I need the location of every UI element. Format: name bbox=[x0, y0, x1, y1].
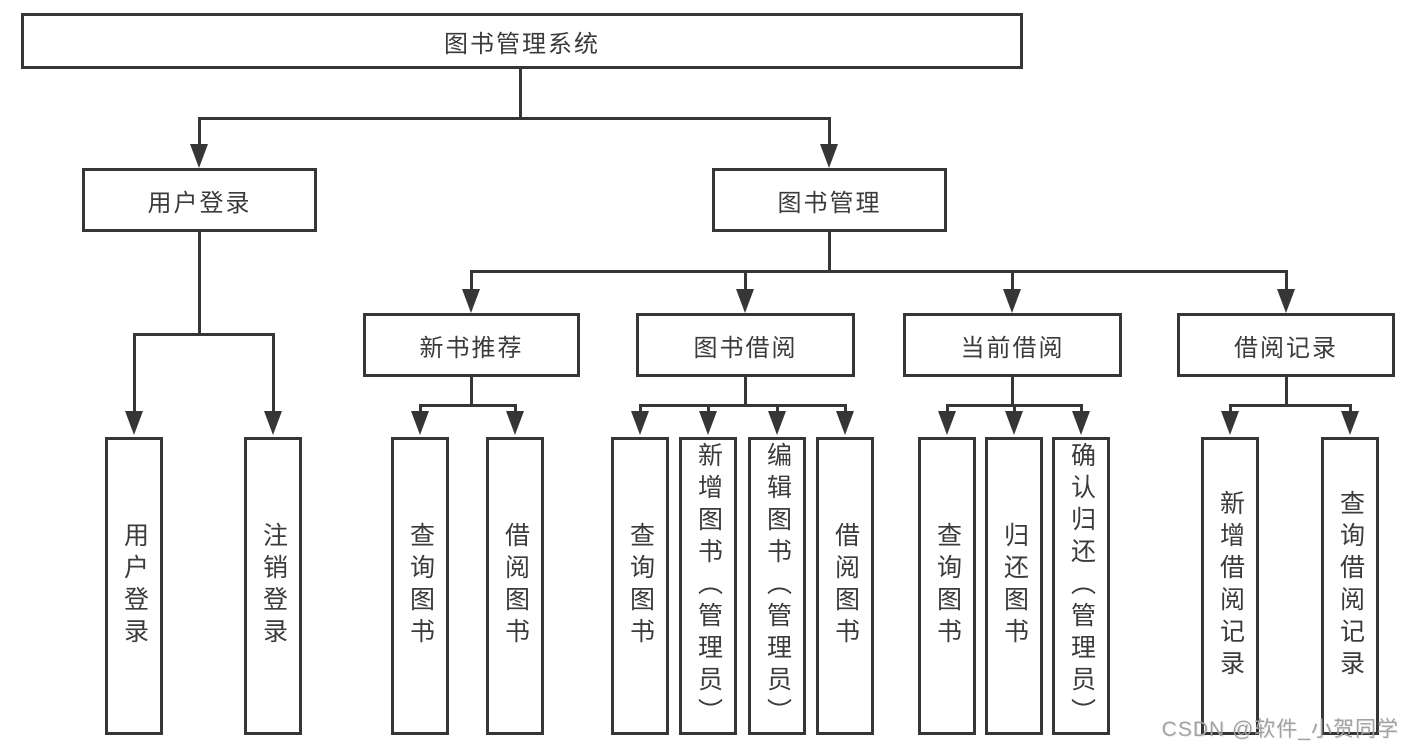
connector-line bbox=[1011, 377, 1014, 407]
leaf-borrow-add-books-admin: 新增图书（管理员） bbox=[679, 437, 737, 735]
leaf-records-query-borrow-record: 查询借阅记录 bbox=[1321, 437, 1379, 735]
connector-line bbox=[744, 377, 747, 407]
connector-line bbox=[133, 333, 275, 336]
node-label: 图书管理系统 bbox=[444, 30, 600, 58]
node-new-book-recommend: 新书推荐 bbox=[363, 313, 580, 377]
node-current-borrowing: 当前借阅 bbox=[903, 313, 1122, 377]
leaf-user-login: 用户登录 bbox=[105, 437, 163, 735]
node-label: 新增借阅记录 bbox=[1216, 490, 1245, 682]
arrow-down-icon bbox=[125, 411, 143, 435]
node-label: 用户登录 bbox=[120, 522, 149, 650]
leaf-recommend-query-books: 查询图书 bbox=[391, 437, 449, 735]
connector-line bbox=[470, 270, 1288, 273]
node-label: 图书借阅 bbox=[693, 334, 798, 362]
arrow-down-icon bbox=[1005, 411, 1023, 435]
arrow-down-icon bbox=[190, 144, 208, 168]
leaf-records-add-borrow-record: 新增借阅记录 bbox=[1201, 437, 1259, 735]
connector-line bbox=[470, 377, 473, 407]
arrow-down-icon bbox=[768, 411, 786, 435]
node-borrowing-records: 借阅记录 bbox=[1177, 313, 1395, 377]
connector-line bbox=[470, 270, 473, 292]
arrow-down-icon bbox=[1221, 411, 1239, 435]
arrow-down-icon bbox=[699, 411, 717, 435]
node-label: 查询图书 bbox=[406, 522, 435, 650]
node-label: 用户登录 bbox=[147, 189, 252, 217]
node-label: 注销登录 bbox=[259, 522, 288, 650]
connector-line bbox=[1285, 377, 1288, 407]
connector-line bbox=[519, 69, 522, 119]
arrow-down-icon bbox=[1341, 411, 1359, 435]
connector-line bbox=[639, 404, 847, 407]
node-label: 确认归还（管理员） bbox=[1067, 442, 1096, 730]
node-label: 查询图书 bbox=[933, 522, 962, 650]
arrow-down-icon bbox=[1277, 289, 1295, 313]
connector-line bbox=[133, 333, 136, 413]
connector-line bbox=[744, 270, 747, 292]
node-label: 查询借阅记录 bbox=[1336, 490, 1365, 682]
connector-line bbox=[419, 404, 517, 407]
arrow-down-icon bbox=[631, 411, 649, 435]
connector-line bbox=[707, 404, 710, 416]
leaf-current-query-books: 查询图书 bbox=[918, 437, 976, 735]
connector-line bbox=[1349, 404, 1352, 416]
node-user-login: 用户登录 bbox=[82, 168, 317, 232]
leaf-current-confirm-return-admin: 确认归还（管理员） bbox=[1052, 437, 1110, 735]
connector-line bbox=[198, 117, 831, 120]
arrow-down-icon bbox=[820, 144, 838, 168]
connector-line bbox=[1229, 404, 1352, 407]
node-book-management: 图书管理 bbox=[712, 168, 947, 232]
arrow-down-icon bbox=[1072, 411, 1090, 435]
connector-line bbox=[776, 404, 779, 416]
arrow-down-icon bbox=[836, 411, 854, 435]
leaf-logout: 注销登录 bbox=[244, 437, 302, 735]
node-label: 借阅图书 bbox=[501, 522, 530, 650]
leaf-borrow-edit-books-admin: 编辑图书（管理员） bbox=[748, 437, 806, 735]
connector-line bbox=[1011, 270, 1014, 292]
arrow-down-icon bbox=[411, 411, 429, 435]
node-label: 归还图书 bbox=[1000, 522, 1029, 650]
arrow-down-icon bbox=[264, 411, 282, 435]
node-label: 图书管理 bbox=[777, 189, 882, 217]
connector-line bbox=[1080, 404, 1083, 416]
connector-line bbox=[198, 117, 201, 149]
leaf-borrow-query-books: 查询图书 bbox=[611, 437, 669, 735]
connector-line bbox=[828, 232, 831, 273]
connector-line bbox=[198, 232, 201, 336]
connector-line bbox=[514, 404, 517, 416]
node-label: 借阅图书 bbox=[831, 522, 860, 650]
connector-line bbox=[639, 404, 642, 416]
arrow-down-icon bbox=[462, 289, 480, 313]
connector-line bbox=[844, 404, 847, 416]
node-label: 新增图书（管理员） bbox=[694, 442, 723, 730]
leaf-recommend-borrow-books: 借阅图书 bbox=[486, 437, 544, 735]
arrow-down-icon bbox=[736, 289, 754, 313]
node-label: 借阅记录 bbox=[1234, 334, 1338, 362]
arrow-down-icon bbox=[938, 411, 956, 435]
leaf-current-return-books: 归还图书 bbox=[985, 437, 1043, 735]
node-root-library-system: 图书管理系统 bbox=[21, 13, 1023, 69]
csdn-watermark: CSDN @软件_小贺同学 bbox=[1161, 718, 1399, 741]
connector-line bbox=[1013, 404, 1016, 416]
arrow-down-icon bbox=[506, 411, 524, 435]
connector-line bbox=[419, 404, 422, 416]
node-label: 查询图书 bbox=[626, 522, 655, 650]
connector-line bbox=[1285, 270, 1288, 292]
arrow-down-icon bbox=[1003, 289, 1021, 313]
node-label: 编辑图书（管理员） bbox=[763, 442, 792, 730]
leaf-borrow-borrow-books: 借阅图书 bbox=[816, 437, 874, 735]
connector-line bbox=[828, 117, 831, 149]
node-book-borrowing: 图书借阅 bbox=[636, 313, 855, 377]
connector-line bbox=[946, 404, 949, 416]
node-label: 新书推荐 bbox=[419, 334, 524, 362]
connector-line bbox=[272, 333, 275, 413]
node-label: 当前借阅 bbox=[960, 334, 1065, 362]
connector-line bbox=[1229, 404, 1232, 416]
